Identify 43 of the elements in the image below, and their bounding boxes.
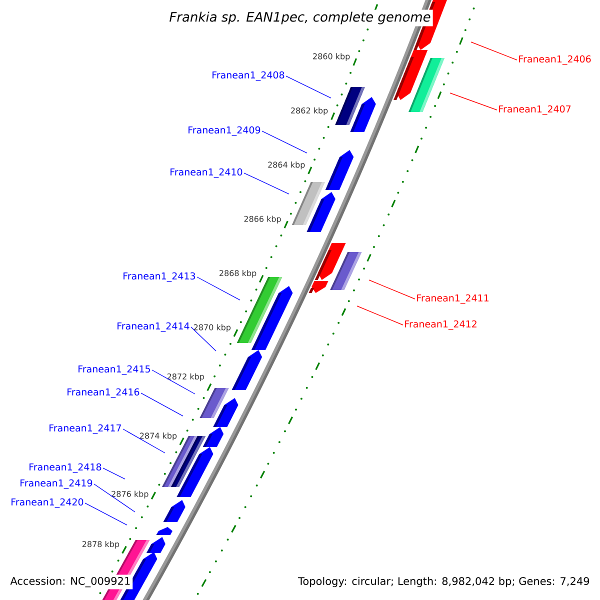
scale-label: 2860 kbp — [313, 53, 350, 61]
gene-label: Franean1_2418 — [30, 463, 102, 473]
gene-label: Franean1_2419 — [20, 479, 92, 489]
gene-label: Franean1_2406 — [519, 55, 591, 65]
scale-label: 2878 kbp — [82, 540, 120, 549]
leader-line — [356, 306, 404, 326]
leader-line — [152, 370, 196, 394]
gene-label: Franean1_2410 — [170, 168, 242, 178]
leader-line — [122, 428, 166, 454]
scale-label: 2866 kbp — [244, 216, 281, 224]
gene-label: Franean1_2411 — [417, 294, 489, 304]
gene-label: Franean1_2413 — [124, 272, 196, 282]
gene-label: Franean1_2408 — [212, 71, 284, 81]
leader-line — [190, 326, 216, 352]
gene-label: Franean1_2407 — [499, 105, 571, 115]
scale-label: 2872 kbp — [167, 373, 204, 382]
leader-line — [102, 468, 126, 480]
title: Frankia sp. EAN1pec, complete genome — [167, 10, 433, 26]
leader-line — [94, 484, 136, 512]
accession-label: Accession: NC_009921 — [8, 574, 133, 590]
leader-line — [262, 130, 308, 154]
leader-line — [368, 280, 416, 300]
gene-label: Franean1_2420 — [12, 498, 84, 508]
scale-label: 2862 kbp — [291, 107, 328, 116]
leader-line — [470, 42, 518, 60]
leader-line — [244, 172, 290, 194]
gene-label: Franean1_2412 — [405, 320, 476, 330]
leader-line — [196, 276, 240, 300]
leader-line — [286, 76, 332, 98]
scale-label: 2868 kbp — [220, 270, 256, 278]
leader-line — [84, 502, 128, 526]
scale-label: 2864 kbp — [268, 162, 305, 170]
leader-line — [140, 392, 184, 416]
gene-label: Franean1_2416 — [68, 388, 140, 398]
leader-line — [450, 92, 498, 110]
scale-label: 2870 kbp — [194, 324, 231, 332]
gene-label: Franean1_2409 — [188, 126, 260, 136]
genome-info-text: Topology: circular; Length: 8,982,042 bp; Genes: 7,249 — [296, 574, 592, 590]
scale-label: 2874 kbp — [140, 432, 177, 440]
gene-label: Franean1_2415 — [78, 365, 150, 375]
gene-label: Franean1_2417 — [50, 424, 121, 434]
gene-label: Franean1_2414 — [118, 322, 190, 332]
scale-label: 2876 kbp — [112, 490, 148, 498]
